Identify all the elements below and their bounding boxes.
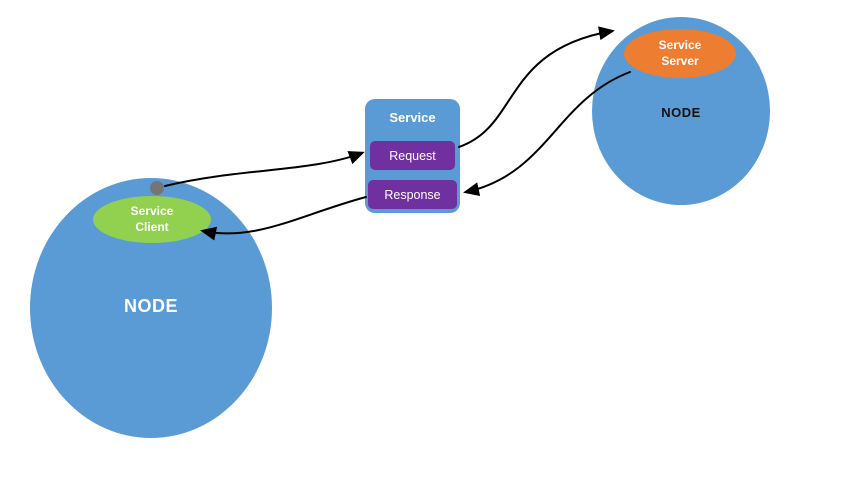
service-box-title: Service [389, 110, 436, 125]
service-box: Service Request Response [365, 99, 460, 213]
service-server-label-line1: Service [658, 37, 702, 52]
arrow-client-to-request [164, 151, 365, 187]
response-label: Response [384, 187, 441, 202]
request-label: Request [389, 148, 436, 163]
service-client-label-line1: Service [130, 203, 174, 218]
arrow-request-to-server [458, 26, 615, 148]
node-server-label: NODE [661, 105, 701, 120]
service-server-label-line2: Server [661, 53, 699, 68]
request-box: Request [370, 141, 455, 170]
service-client-label-line2: Client [135, 219, 169, 234]
service-server-badge: Service Server [624, 29, 736, 78]
service-client-badge: Service Client [93, 196, 211, 243]
client-anchor-dot [150, 181, 164, 195]
node-client-label: NODE [123, 296, 178, 316]
response-box: Response [368, 180, 457, 209]
